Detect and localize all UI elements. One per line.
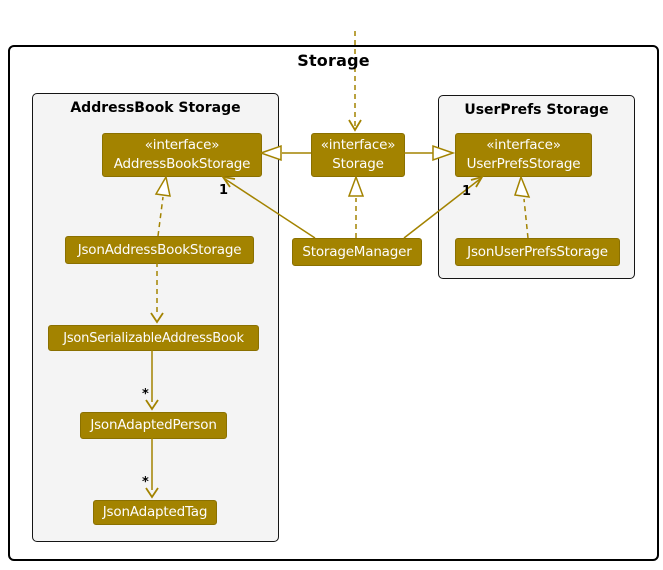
class-box-jsonadaptedtag: JsonAdaptedTag	[93, 500, 217, 525]
stereotype-label: «interface»	[320, 137, 396, 153]
class-name: JsonAddressBookStorage	[77, 241, 242, 258]
multiplicity-label: 1	[219, 183, 229, 198]
class-box-jsonserializableaddressbook: JsonSerializableAddressBook	[48, 325, 259, 351]
class-box-storagemanager: StorageManager	[292, 238, 422, 266]
class-box-jsonuserprefsstorage: JsonUserPrefsStorage	[455, 238, 620, 266]
package-title: AddressBook Storage	[70, 100, 241, 116]
class-box-jsonadaptedperson: JsonAdaptedPerson	[80, 412, 227, 439]
class-name: JsonAdaptedPerson	[90, 417, 217, 433]
class-name: AddressBookStorage	[113, 156, 251, 172]
frame-title: Storage	[297, 51, 370, 70]
stereotype-label: «interface»	[486, 137, 561, 153]
multiplicity-label: 1	[462, 184, 472, 199]
class-name: JsonAdaptedTag	[102, 504, 208, 520]
class-name: JsonSerializableAddressBook	[63, 330, 244, 346]
class-name: JsonUserPrefsStorage	[467, 243, 608, 260]
class-box-addressbookstorage-interface: «interface» AddressBookStorage	[102, 133, 262, 177]
multiplicity-label: *	[142, 475, 149, 490]
class-name: StorageManager	[302, 243, 412, 260]
class-name: Storage	[332, 156, 384, 172]
class-box-userprefsstorage-interface: «interface» UserPrefsStorage	[455, 133, 592, 177]
multiplicity-label: *	[142, 387, 149, 402]
class-name: UserPrefsStorage	[466, 156, 581, 172]
class-box-jsonaddressbookstorage: JsonAddressBookStorage	[65, 236, 254, 264]
stereotype-label: «interface»	[144, 137, 220, 153]
package-title: UserPrefs Storage	[464, 102, 609, 118]
class-box-storage-interface: «interface» Storage	[311, 133, 405, 177]
